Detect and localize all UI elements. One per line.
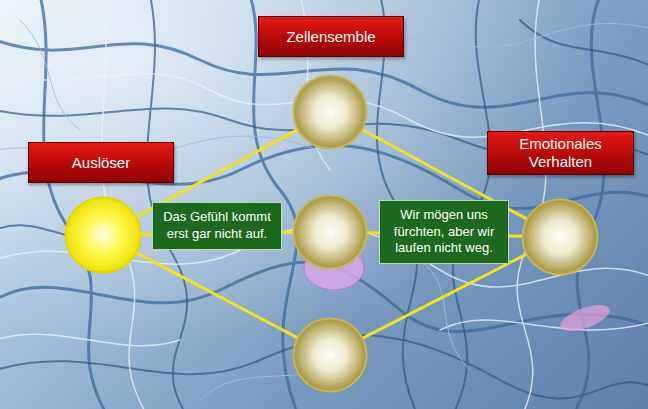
cell-circle: [292, 317, 368, 393]
heading-label: Zellensemble: [258, 16, 404, 57]
circle-fill: [66, 198, 141, 273]
connector-line: [137, 253, 298, 338]
circle-shape: [64, 196, 142, 274]
circle-fill: [294, 76, 367, 149]
circle-fill: [523, 200, 598, 275]
cell-ensemble-circle: Zellensemble: [292, 74, 368, 150]
cell-circle: [292, 194, 368, 270]
heading-label: Emotionales Verhalten: [487, 131, 634, 175]
circle-fill: [294, 319, 367, 392]
connector-line: [363, 254, 526, 338]
trigger-circle: Auslöser: [64, 196, 142, 274]
circle-shape: [292, 194, 368, 270]
edge-label-box: Das Gefühl kommt erst gar nicht auf.: [152, 202, 282, 249]
heading-label: Auslöser: [28, 142, 174, 183]
circle-shape: [292, 317, 368, 393]
edge-label-box: Wir mögen uns fürchten, aber wir laufen …: [379, 200, 509, 264]
circle-shape: [521, 198, 599, 276]
behaviour-circle: Emotionales Verhalten: [521, 198, 599, 276]
circle-shape: [292, 74, 368, 150]
circle-fill: [294, 196, 367, 269]
